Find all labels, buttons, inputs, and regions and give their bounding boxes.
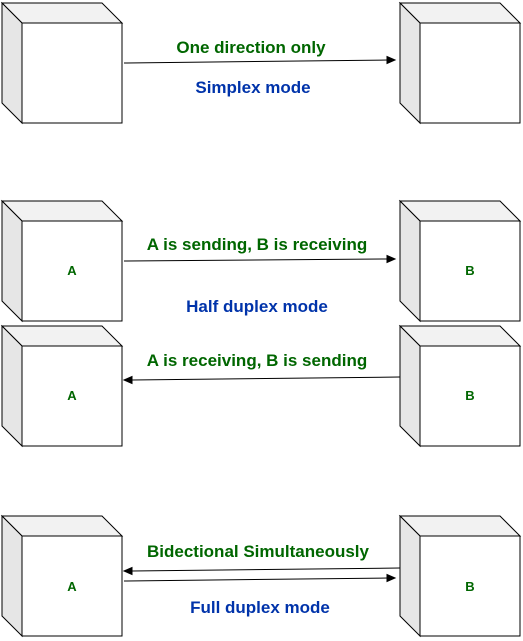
simplex-caption: One direction only xyxy=(176,38,326,57)
node-b-label: B xyxy=(465,579,474,594)
full-duplex-caption: Bidectional Simultaneously xyxy=(147,542,370,561)
node-a-label: A xyxy=(67,579,77,594)
simplex-arrow-line xyxy=(123,59,389,64)
half-duplex-mode-label: Half duplex mode xyxy=(186,297,328,316)
half-duplex-receive-arrow-head xyxy=(122,375,133,385)
half-duplex-receive-caption: A is receiving, B is sending xyxy=(147,351,367,370)
simplex-sender-cube xyxy=(1,2,123,124)
full-duplex-node-b: B xyxy=(399,515,521,637)
half-duplex-node-b-sending: B xyxy=(399,325,521,447)
node-b-label: B xyxy=(465,388,474,403)
half-duplex-send-arrow-head xyxy=(386,254,397,264)
node-a-label: A xyxy=(67,388,77,403)
full-duplex-b-to-a-arrow-head xyxy=(122,566,133,576)
simplex-receiver-cube xyxy=(399,2,521,124)
half-duplex-node-a-receiving: A xyxy=(1,325,123,447)
half-duplex-send-caption: A is sending, B is receiving xyxy=(147,235,367,254)
node-b-label: B xyxy=(465,263,474,278)
node-a-label: A xyxy=(67,263,77,278)
full-duplex-a-to-b-arrow-line xyxy=(123,577,389,582)
full-duplex-node-a: A xyxy=(1,515,123,637)
full-duplex-b-to-a-arrow-line xyxy=(131,567,401,572)
full-duplex-mode-label: Full duplex mode xyxy=(190,598,330,617)
full-duplex-section: A B Bidectional Simultaneously Full dupl… xyxy=(1,515,521,637)
half-duplex-node-b-receiving: B xyxy=(399,200,521,322)
half-duplex-section: A B A is sending, B is receiving Half du… xyxy=(1,200,521,447)
full-duplex-a-to-b-arrow-head xyxy=(386,573,397,583)
simplex-section: One direction only Simplex mode xyxy=(1,2,521,124)
simplex-mode-label: Simplex mode xyxy=(195,78,310,97)
half-duplex-send-arrow-line xyxy=(123,258,389,262)
simplex-arrow-head xyxy=(386,55,397,65)
half-duplex-receive-arrow-line xyxy=(131,376,401,381)
half-duplex-node-a-sending: A xyxy=(1,200,123,322)
